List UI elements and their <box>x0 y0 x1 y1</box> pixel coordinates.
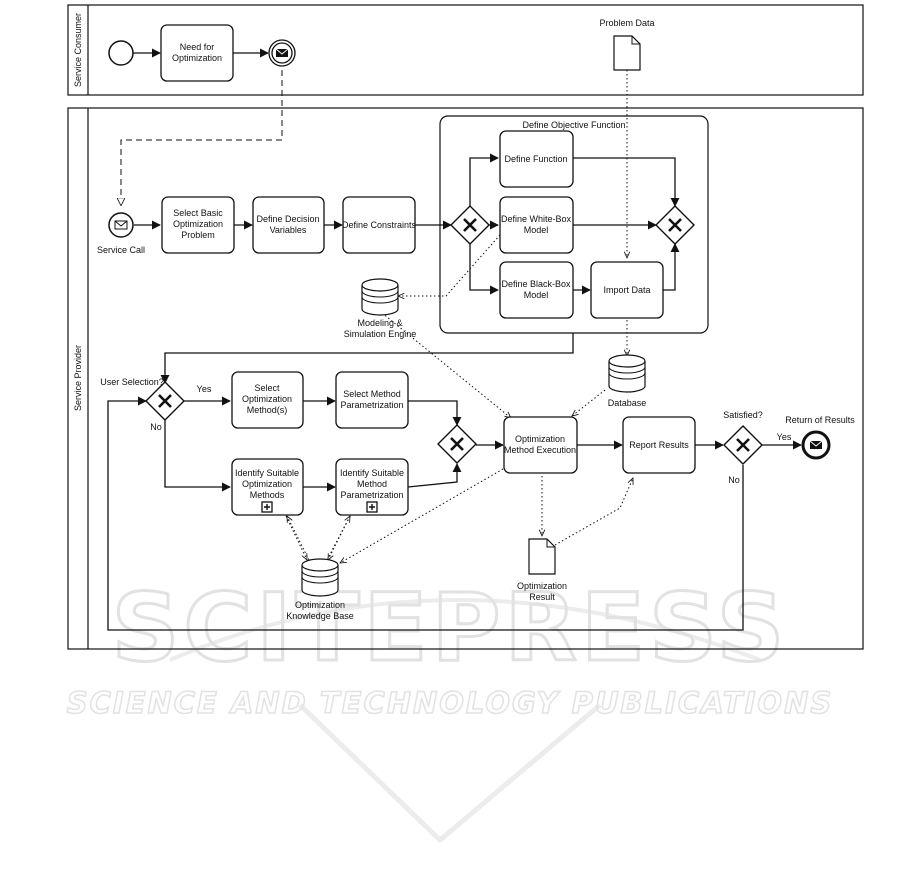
satisfied-label: Satisfied? <box>723 410 763 420</box>
sequence-flows <box>107 48 802 631</box>
task-label: Define Function <box>504 154 567 164</box>
group-title: Define Objective Function <box>522 120 625 130</box>
task-import-data: Import Data <box>590 261 664 319</box>
task-define-constraints: Define Constraints <box>342 196 417 254</box>
task-label: Import Data <box>603 285 650 295</box>
envelope-icon <box>114 220 128 230</box>
user-selection-label: User Selection? <box>100 377 164 387</box>
return-results-label: Return of Results <box>785 415 855 425</box>
envelope-filled-icon <box>809 440 823 449</box>
subprocess-expand-icon <box>366 501 378 513</box>
pool-service-provider: Service Provider <box>67 107 864 650</box>
gateway-split-objective <box>450 205 490 245</box>
yes-label-selection: Yes <box>197 384 212 394</box>
data-object-problem-data: Problem Data <box>599 18 655 71</box>
problem-data-label: Problem Data <box>599 18 654 28</box>
task-label: Report Results <box>629 440 689 450</box>
gateway-join-methods <box>437 424 477 464</box>
data-store-database: Database <box>608 354 647 408</box>
service-call-label: Service Call <box>97 245 145 255</box>
lane-label-provider: Service Provider <box>73 345 83 411</box>
data-store-modeling-engine: Modeling &Simulation Engine <box>344 278 417 339</box>
subprocess-expand-icon <box>261 501 273 513</box>
no-label-selection: No <box>150 422 162 432</box>
start-event <box>108 40 134 66</box>
pool-service-consumer: Service Consumer <box>67 4 864 96</box>
task-define-function: Define Function <box>499 130 574 188</box>
data-associations <box>285 70 633 563</box>
message-end-event <box>801 430 831 460</box>
modeling-engine-label: Modeling &Simulation Engine <box>344 318 417 339</box>
gateway-join-objective <box>655 205 695 245</box>
database-label: Database <box>608 398 647 408</box>
task-report-results: Report Results <box>622 416 696 474</box>
yes-label-satisfied: Yes <box>777 432 792 442</box>
intermediate-message-throw-event <box>268 39 296 67</box>
gateway-satisfied <box>723 425 763 465</box>
lane-label-consumer: Service Consumer <box>73 13 83 87</box>
message-start-event <box>108 212 134 238</box>
message-flow <box>121 70 283 205</box>
no-label-satisfied: No <box>728 475 740 485</box>
gateway-user-selection <box>145 381 185 421</box>
task-label: Define Constraints <box>342 220 417 230</box>
envelope-filled-icon <box>275 48 289 57</box>
